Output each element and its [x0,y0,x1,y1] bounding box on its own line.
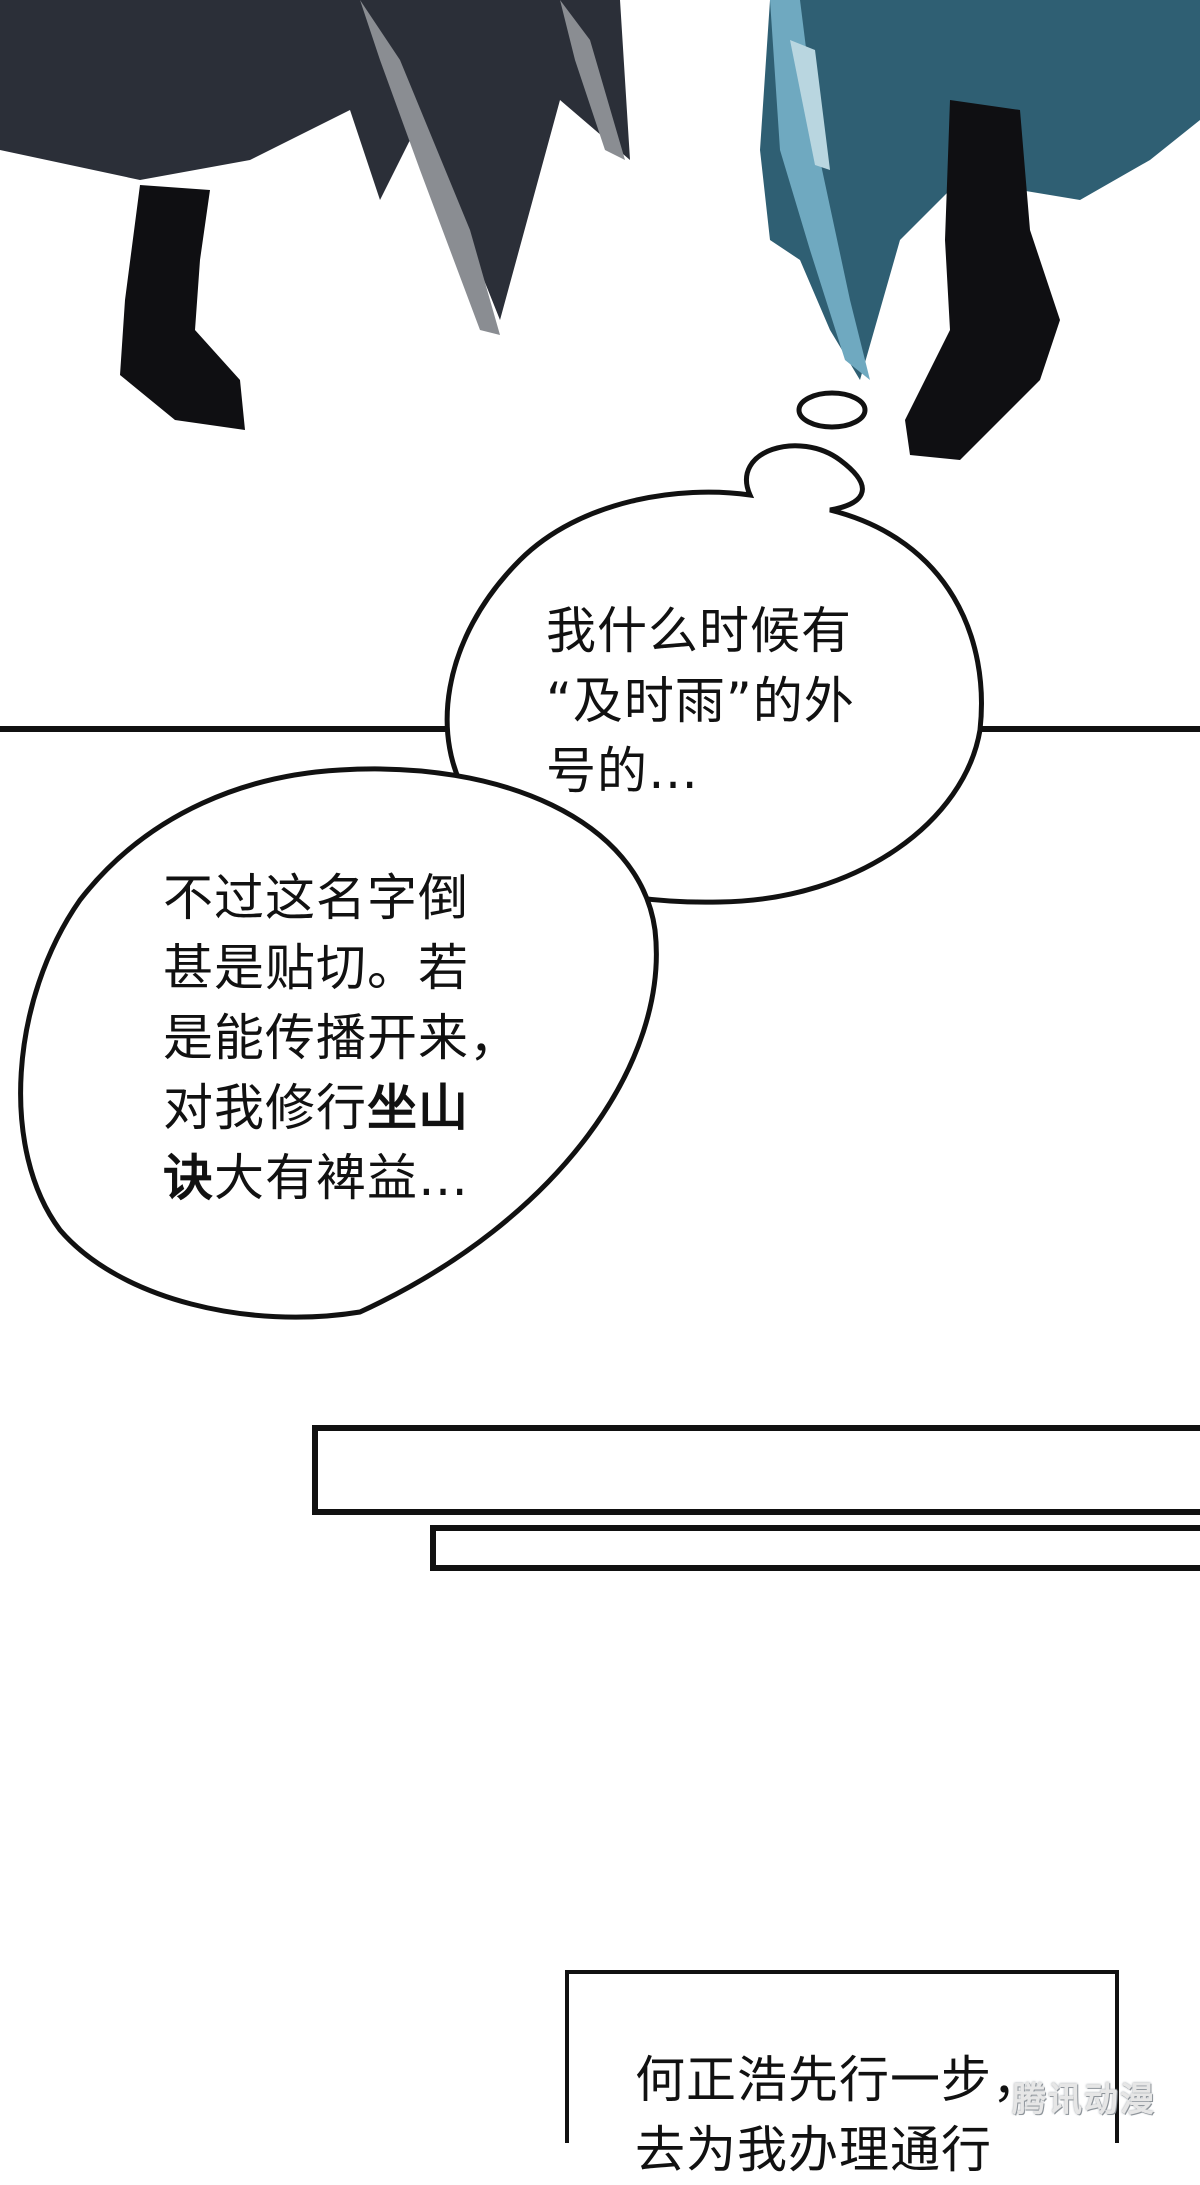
caption-box-frame [565,1970,1119,2143]
watermark-text: 腾讯动漫 [1012,2080,1156,2120]
thought-line-2: “及时雨”的外 [546,672,855,730]
thought-bubble-shape [442,390,984,905]
panel-bar-upper [312,1425,1200,1515]
speech-bubble-text: 不过这名字倒甚是贴切。若是能传播开来，对我修行坐山诀大有裨益… [163,863,520,1213]
speech-line-5-suffix: 大有裨益… [214,1149,469,1207]
thought-line-1: 我什么时候有 [546,602,852,660]
speech-line-2: 甚是贴切。若 [163,939,469,997]
right-figure [760,0,1200,460]
thought-line-3: 号的… [546,742,699,800]
caption-text: 何正浩先行一步， 去为我办理通行 [635,2045,1043,2185]
thought-bubble-text: 我什么时候有 “及时雨”的外号的… [546,596,855,806]
caption-line-1: 何正浩先行一步， [635,2051,1043,2109]
caption-line-2: 去为我办理通行 [635,2121,992,2179]
speech-line-4-bold: 坐山 [367,1079,469,1137]
speech-line-5: 诀大有裨益… [163,1143,520,1213]
speech-line-4-prefix: 对我修行 [163,1079,367,1137]
panel-bar-lower [430,1525,1200,1571]
speech-line-4: 对我修行坐山 [163,1073,520,1143]
speech-line-5-bold: 诀 [163,1149,214,1207]
speech-line-1: 不过这名字倒 [163,869,469,927]
speech-bubble-shape [18,766,659,1320]
speech-line-3: 是能传播开来， [163,1009,520,1067]
left-figure [0,0,630,430]
